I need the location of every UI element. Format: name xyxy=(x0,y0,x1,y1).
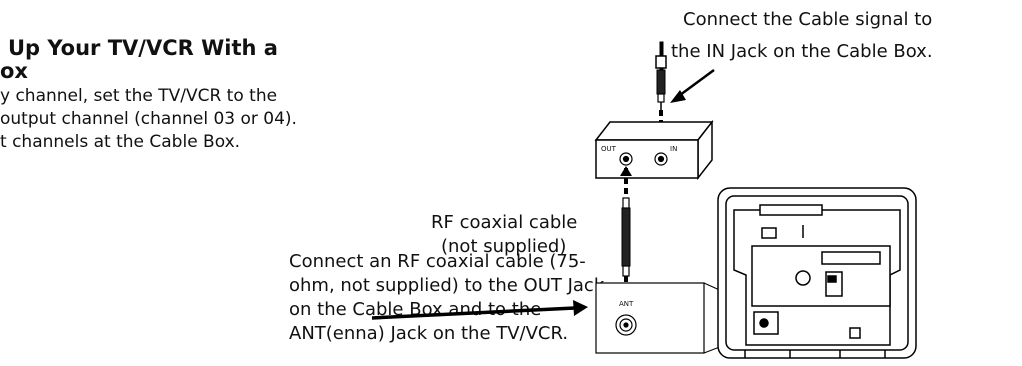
incoming-cable xyxy=(655,41,667,114)
cable-in-callout-line2: the IN Jack on the Cable Box. xyxy=(671,41,933,62)
cable-in-callout-line1: Connect the Cable signal to xyxy=(683,9,933,30)
in-label: IN xyxy=(670,145,678,153)
in-jack-on-box xyxy=(654,152,668,166)
out-label: OUT xyxy=(601,145,616,153)
ant-label: ANT xyxy=(619,300,634,308)
out-jack-on-box xyxy=(619,152,633,166)
out-jack-callout-line1: Connect an RF coaxial cable (75- xyxy=(289,251,586,272)
section-heading-line2: ox xyxy=(0,59,28,83)
out-jack-callout-line4: ANT(enna) Jack on the TV/VCR. xyxy=(289,323,569,344)
cable-in-pointer-arrow xyxy=(670,68,715,103)
tv-vcr-back xyxy=(717,187,917,359)
rf-cable-label-line1: RF coaxial cable xyxy=(431,212,578,233)
rf-cable-label-line2: (not supplied) xyxy=(441,236,567,257)
out-jack-callout-line3: on the Cable Box and to the xyxy=(289,299,542,320)
intro-line1: y channel, set the TV/VCR to the xyxy=(0,86,278,106)
intro-line2: output channel (channel 03 or 04). xyxy=(0,109,297,129)
section-heading-line1: Up Your TV/VCR With a xyxy=(8,36,278,60)
ant-jack-panel xyxy=(595,282,705,354)
intro-line3: t channels at the Cable Box. xyxy=(0,132,241,152)
cable-box xyxy=(594,119,714,181)
out-jack-callout-line2: ohm, not supplied) to the OUT Jack xyxy=(289,275,605,296)
out-jack-pointer-arrow xyxy=(371,300,588,320)
